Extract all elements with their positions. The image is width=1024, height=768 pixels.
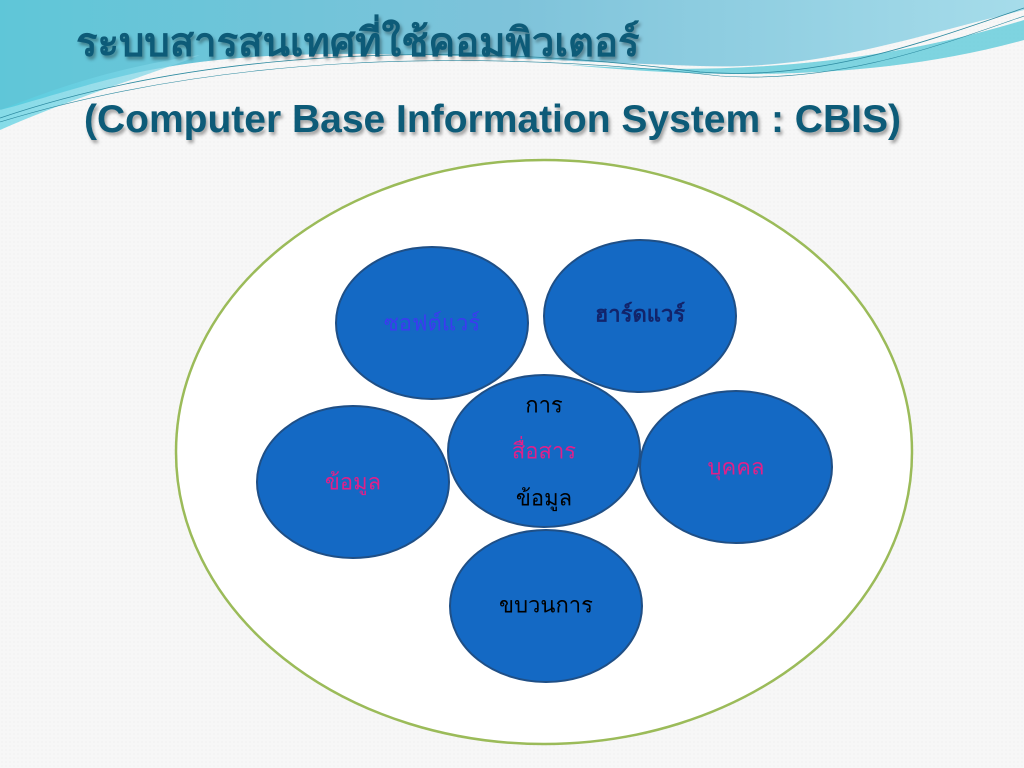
label-communication-line1: การ [525, 393, 563, 419]
node-procedure [449, 529, 643, 683]
label-software: ซอฟต์แวร์ [383, 311, 481, 337]
label-data: ข้อมูล [324, 470, 382, 496]
slide-title-english: (Computer Base Information System : CBIS… [84, 98, 901, 141]
label-communication-line3: ข้อมูล [515, 486, 573, 512]
node-hardware [543, 239, 737, 393]
node-communication [447, 374, 641, 528]
label-communication-line2: สื่อสาร [511, 439, 577, 465]
label-hardware: ฮาร์ดแวร์ [594, 302, 686, 328]
label-people: บุคคล [707, 455, 765, 481]
node-people [639, 390, 833, 544]
slide-title-thai: ระบบสารสนเทศที่ใช้คอมพิวเตอร์ [76, 20, 640, 66]
node-data [256, 405, 450, 559]
header-wave-background [0, 0, 1024, 130]
node-software [335, 246, 529, 400]
label-procedure: ขบวนการ [499, 593, 593, 619]
